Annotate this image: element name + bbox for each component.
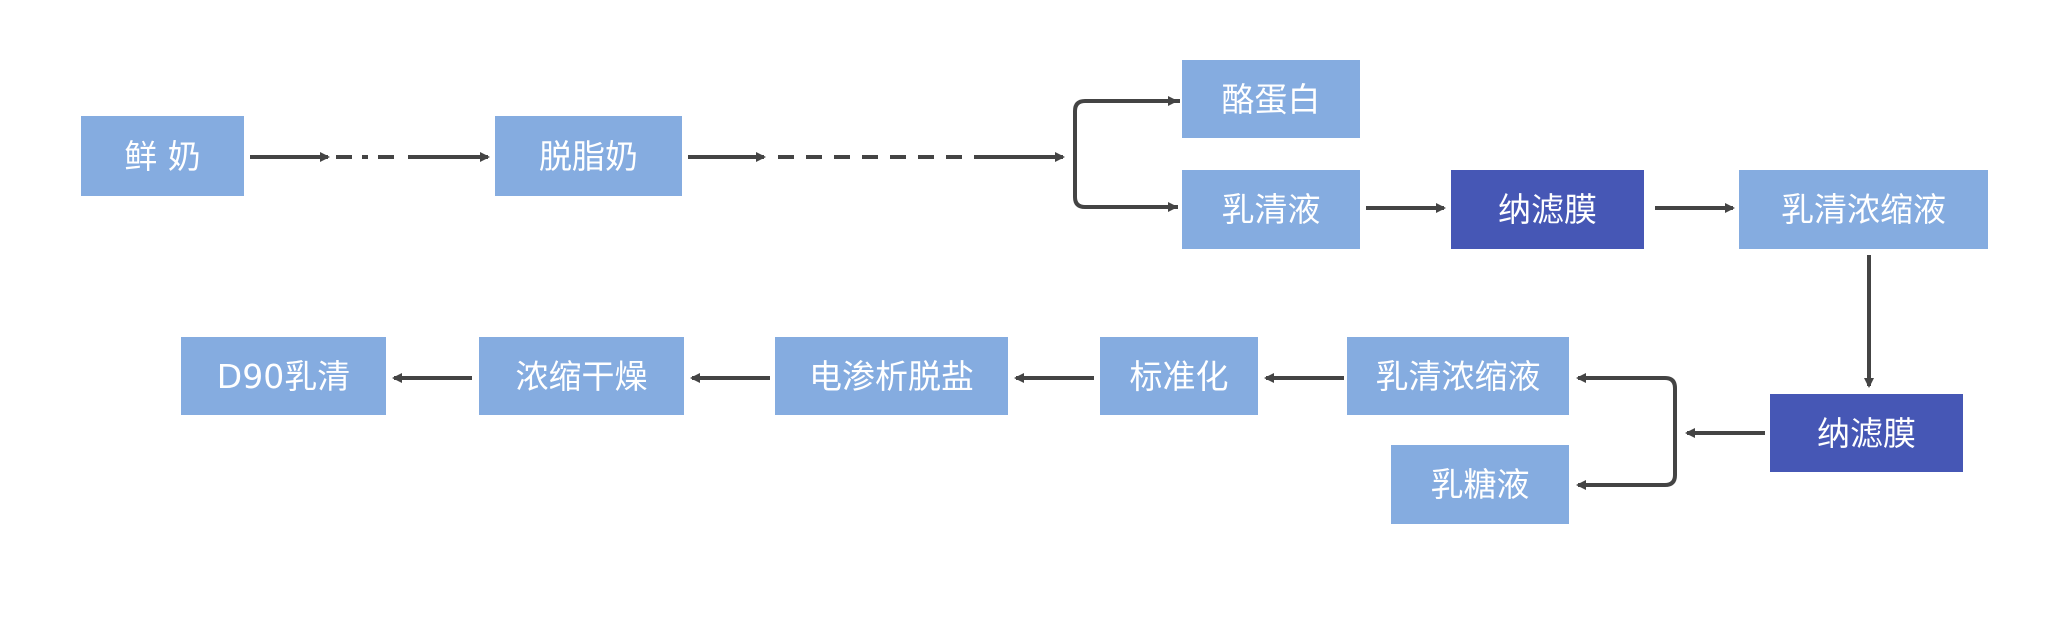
node-fresh-milk: 鲜 奶 — [81, 116, 244, 196]
node-nanofilter-2: 纳滤膜 — [1770, 394, 1963, 472]
node-skim-milk: 脱脂奶 — [495, 116, 682, 196]
node-nanofilter-1: 纳滤膜 — [1451, 170, 1644, 249]
node-standardize: 标准化 — [1100, 337, 1258, 415]
node-d90-whey: D90乳清 — [181, 337, 386, 415]
bracket-concentrate-lactose — [1600, 376, 1677, 487]
node-whey-concentrate-2: 乳清浓缩液 — [1347, 337, 1569, 415]
node-casein: 酪蛋白 — [1182, 60, 1360, 138]
node-lactose-liquid: 乳糖液 — [1391, 445, 1569, 524]
node-whey-liquid: 乳清液 — [1182, 170, 1360, 249]
node-whey-concentrate-1: 乳清浓缩液 — [1739, 170, 1988, 249]
bracket-casein-whey — [1073, 99, 1180, 209]
node-electrodialysis: 电渗析脱盐 — [775, 337, 1008, 415]
node-concentrate-dry: 浓缩干燥 — [479, 337, 684, 415]
